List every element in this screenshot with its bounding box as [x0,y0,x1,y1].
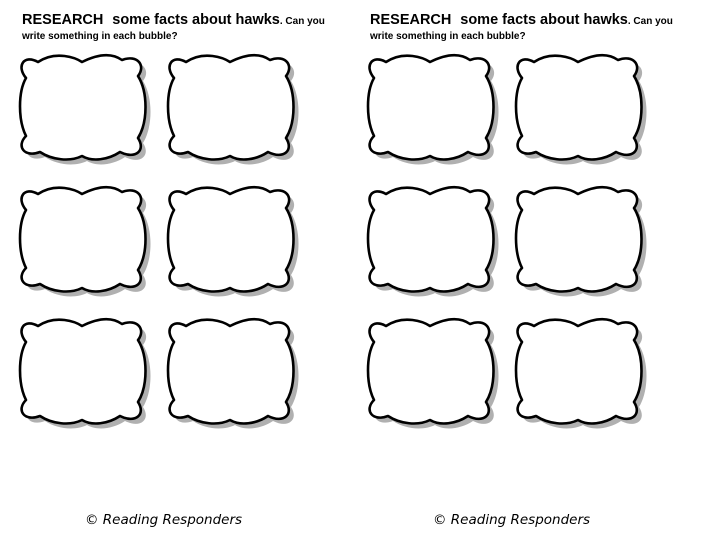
worksheet-left: RESEARCH some facts about hawks. Can you… [18,0,368,540]
thought-bubble-1[interactable] [16,48,151,166]
copyright-credit: © Reading Responders [85,512,243,528]
bubble-outline [166,53,295,161]
instruction-research: RESEARCH [370,12,452,28]
instruction-question-part2: write something in each bubble? [370,31,526,42]
bubble-outline [18,317,147,425]
bubble-grid [16,48,306,430]
thought-bubble-4[interactable] [512,180,647,298]
instruction-question-part1: . Can you [279,16,325,27]
thought-bubble-icon [366,317,499,429]
thought-bubble-icon [18,317,151,429]
thought-bubble-3[interactable] [16,180,151,298]
worksheet-right: RESEARCH some facts about hawks. Can you… [366,0,716,540]
thought-bubble-2[interactable] [512,48,647,166]
thought-bubble-icon [166,185,299,297]
instructions: RESEARCH some facts about hawks. Can you… [370,12,680,44]
thought-bubble-3[interactable] [364,180,499,298]
thought-bubble-1[interactable] [364,48,499,166]
instruction-topic: some facts about hawks [112,12,280,28]
thought-bubble-icon [366,185,499,297]
bubble-grid [364,48,654,430]
thought-bubble-icon [366,53,499,165]
copyright-credit: © Reading Responders [433,512,591,528]
thought-bubble-2[interactable] [164,48,299,166]
thought-bubble-6[interactable] [512,312,647,430]
bubble-outline [514,317,643,425]
instructions: RESEARCH some facts about hawks. Can you… [22,12,332,44]
bubble-outline [18,53,147,161]
thought-bubble-icon [166,53,299,165]
instruction-topic: some facts about hawks [460,12,628,28]
instruction-research: RESEARCH [22,12,104,28]
bubble-outline [366,53,495,161]
thought-bubble-icon [514,185,647,297]
bubble-outline [166,317,295,425]
bubble-outline [366,185,495,293]
thought-bubble-icon [18,185,151,297]
thought-bubble-5[interactable] [364,312,499,430]
bubble-outline [366,317,495,425]
thought-bubble-icon [18,53,151,165]
bubble-outline [514,53,643,161]
bubble-outline [18,185,147,293]
bubble-outline [166,185,295,293]
thought-bubble-4[interactable] [164,180,299,298]
thought-bubble-icon [166,317,299,429]
thought-bubble-icon [514,53,647,165]
bubble-outline [514,185,643,293]
thought-bubble-5[interactable] [16,312,151,430]
instruction-question-part1: . Can you [627,16,673,27]
instruction-question-part2: write something in each bubble? [22,31,178,42]
thought-bubble-6[interactable] [164,312,299,430]
thought-bubble-icon [514,317,647,429]
